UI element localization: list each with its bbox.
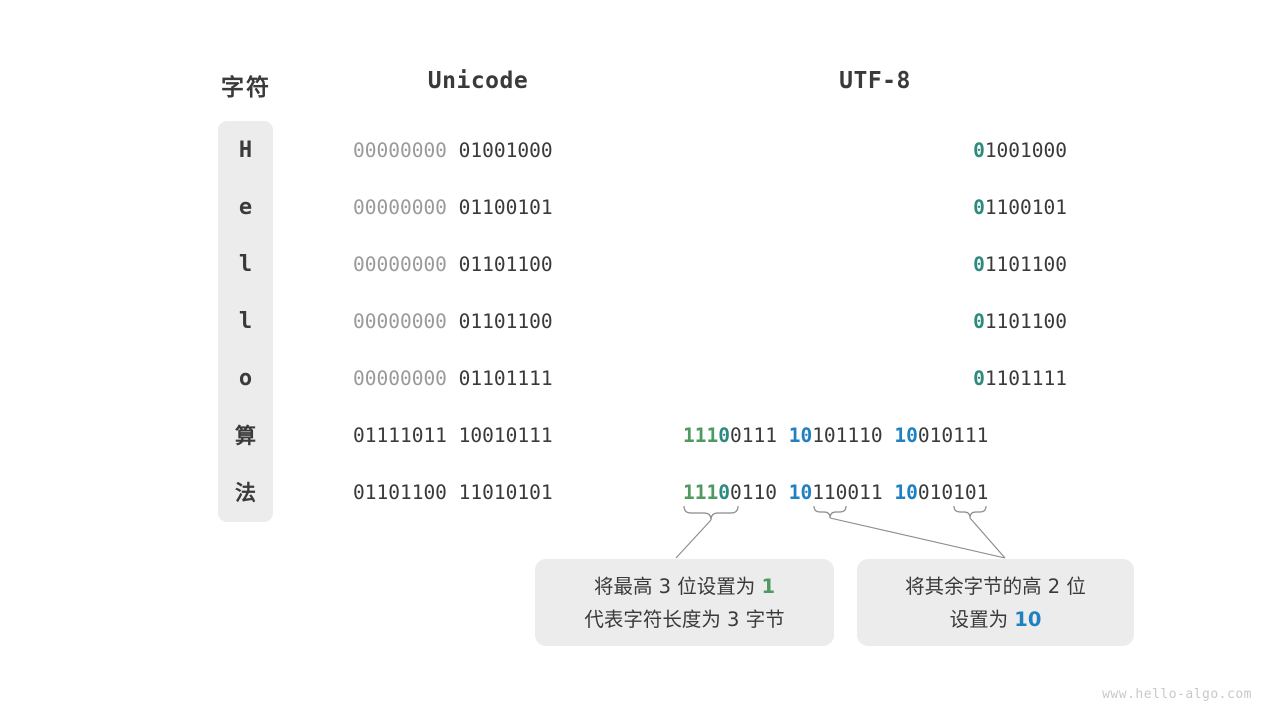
unicode-high-byte: 01111011	[353, 424, 447, 447]
utf8-byte2-payload-bits: 101110	[812, 424, 883, 447]
byte-separator	[447, 481, 459, 504]
byte-separator	[883, 481, 895, 504]
byte-separator	[447, 424, 459, 447]
utf8-payload-bits: 1100101	[984, 196, 1067, 219]
unicode-high-byte: 00000000	[353, 139, 447, 162]
leader-line-right-b	[969, 517, 1006, 559]
utf8-byte2-payload-bits: 110011	[812, 481, 883, 504]
utf8-payload-bits: 1101100	[984, 253, 1067, 276]
unicode-bits: 00000000 01101111	[353, 366, 553, 392]
utf8-byte1-payload-bits: 0111	[729, 424, 777, 447]
character-cell: l	[238, 252, 253, 277]
utf8-byte2-continuation-bits: 10	[788, 481, 813, 504]
utf8-byte3-payload-bits: 010111	[917, 424, 989, 447]
unicode-bits: 01101100 11010101	[353, 480, 553, 506]
callout-right-text-pre: 设置为	[949, 607, 1015, 631]
utf8-length-terminator-bit: 0	[718, 424, 730, 447]
leader-line-right-a	[829, 517, 1006, 559]
byte-separator	[883, 424, 895, 447]
utf8-bits: 01001000	[700, 138, 1067, 164]
character-cell: e	[238, 195, 253, 220]
utf8-lead-bit: 0	[973, 367, 985, 390]
callout-continuation-bits: 将其余字节的高 2 位 设置为 10	[857, 559, 1134, 646]
callout-right-highlight-value: 10	[1014, 607, 1042, 631]
unicode-high-byte: 00000000	[353, 253, 447, 276]
unicode-high-byte: 00000000	[353, 310, 447, 333]
column-header-utf8: UTF-8	[839, 68, 911, 94]
utf8-lead-bit: 0	[973, 310, 985, 333]
callout-left-highlight-value: 1	[761, 574, 776, 598]
unicode-bits: 00000000 01101100	[353, 252, 553, 278]
callout-left-count: 3	[658, 574, 672, 598]
utf8-length-prefix-bits: 111	[683, 424, 719, 447]
unicode-bits: 00000000 01001000	[353, 138, 553, 164]
utf8-bits: 01101100	[700, 252, 1067, 278]
callout-leading-bits: 将最高 3 位设置为 1 代表字符长度为 3 字节	[535, 559, 834, 646]
utf8-byte3-payload-bits: 010101	[917, 481, 989, 504]
leader-line-left	[675, 519, 712, 559]
brace-continuation-bits-2	[813, 505, 847, 519]
character-cell: l	[238, 309, 253, 334]
utf8-payload-bits: 1001000	[984, 139, 1067, 162]
unicode-low-byte: 01101100	[458, 253, 553, 276]
unicode-high-byte: 01101100	[353, 481, 447, 504]
byte-separator	[777, 424, 789, 447]
utf8-bits: 11100111 10101110 10010111	[683, 423, 988, 449]
unicode-low-byte: 01001000	[458, 139, 553, 162]
unicode-low-byte: 01101100	[458, 310, 553, 333]
unicode-low-byte: 01101111	[458, 367, 553, 390]
utf8-bits: 01101111	[700, 366, 1067, 392]
utf8-length-prefix-bits: 111	[683, 481, 719, 504]
unicode-low-byte: 10010111	[458, 424, 553, 447]
utf8-lead-bit: 0	[973, 253, 985, 276]
utf8-byte3-continuation-bits: 10	[894, 424, 918, 447]
byte-separator	[447, 310, 459, 333]
watermark: www.hello-algo.com	[1102, 687, 1252, 702]
utf8-payload-bits: 1101100	[984, 310, 1067, 333]
utf8-byte1-payload-bits: 0110	[729, 481, 777, 504]
callout-right-line-2: 设置为 10	[857, 603, 1134, 636]
unicode-low-byte: 01100101	[458, 196, 553, 219]
utf8-lead-bit: 0	[973, 139, 985, 162]
unicode-low-byte: 11010101	[458, 481, 553, 504]
utf8-payload-bits: 1101111	[984, 367, 1067, 390]
utf8-bits: 11100110 10110011 10010101	[683, 480, 988, 506]
utf8-bits: 01101100	[700, 309, 1067, 335]
callout-left-line-2: 代表字符长度为 3 字节	[584, 607, 785, 631]
utf8-length-terminator-bit: 0	[718, 481, 730, 504]
unicode-bits: 00000000 01100101	[353, 195, 553, 221]
brace-continuation-bits-3	[953, 505, 987, 519]
character-cell: 算	[235, 424, 256, 448]
callout-left-text-pre: 将最高	[593, 574, 659, 598]
byte-separator	[447, 367, 459, 390]
utf8-byte3-continuation-bits: 10	[894, 481, 918, 504]
byte-separator	[447, 196, 459, 219]
byte-separator	[777, 481, 789, 504]
callout-right-line-1: 将其余字节的高 2 位	[905, 574, 1086, 598]
unicode-high-byte: 00000000	[353, 196, 447, 219]
character-cell: H	[238, 138, 253, 163]
utf8-lead-bit: 0	[973, 196, 985, 219]
callout-left-line-1: 将最高 3 位设置为 1	[535, 570, 834, 603]
byte-separator	[447, 253, 459, 276]
byte-separator	[447, 139, 459, 162]
utf8-byte2-continuation-bits: 10	[788, 424, 813, 447]
unicode-bits: 01111011 10010111	[353, 423, 553, 449]
character-cell: o	[238, 366, 253, 391]
column-header-character: 字符	[221, 75, 271, 101]
character-cell: 法	[235, 481, 256, 505]
unicode-bits: 00000000 01101100	[353, 309, 553, 335]
unicode-high-byte: 00000000	[353, 367, 447, 390]
callout-left-text-mid: 位设置为	[671, 574, 762, 598]
utf8-bits: 01100101	[700, 195, 1067, 221]
character-column-panel	[218, 121, 273, 522]
brace-leading-bits	[683, 505, 739, 521]
column-header-unicode: Unicode	[427, 68, 529, 94]
